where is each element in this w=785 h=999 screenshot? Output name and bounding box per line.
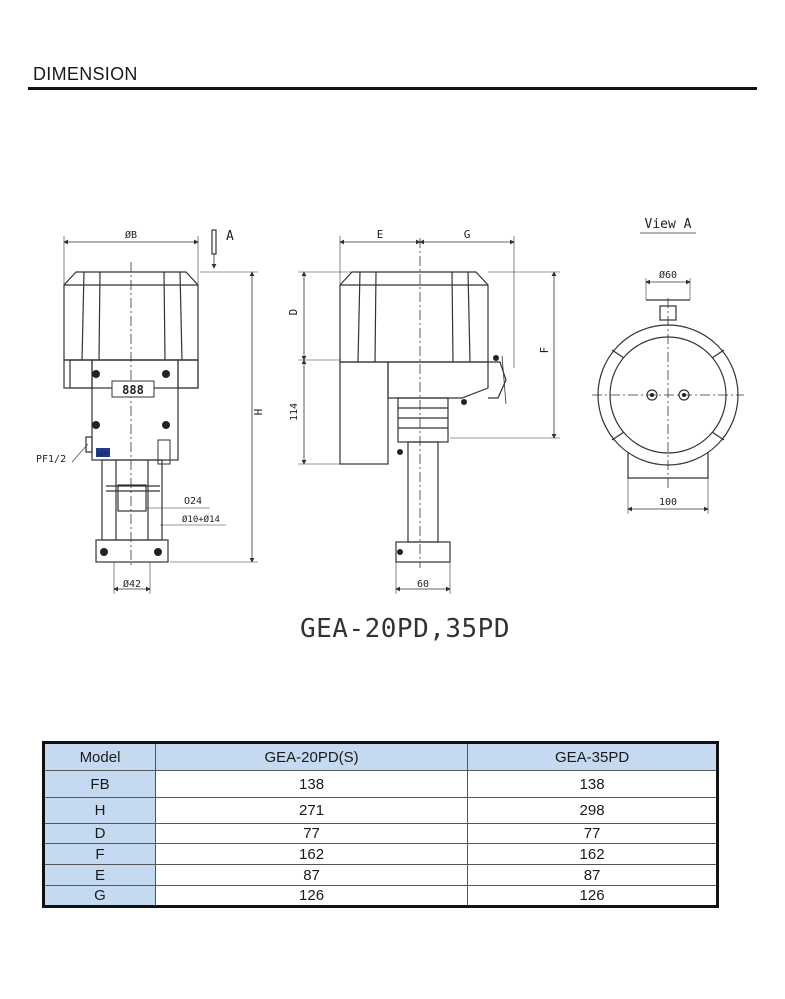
table-cell: 77 [154,823,469,844]
spec-table: Model GEA-20PD(S) GEA-35PD FB 138 138 H … [42,741,719,908]
table-row: G 126 126 [43,885,718,907]
table-cell: 126 [467,885,718,907]
label-100: 100 [659,497,677,508]
label-h: H [252,409,265,416]
label-e: E [377,228,384,241]
table-cell: 87 [467,864,718,886]
row-label: D [43,823,156,844]
label-o24: O24 [184,496,202,507]
table-cell: 271 [154,797,469,824]
table-row: D 77 77 [43,823,718,844]
label-pf: PF1/2 [36,454,66,465]
table-cell: 298 [467,797,718,824]
row-label: F [43,843,156,865]
display-window [111,380,155,398]
table-cell: 138 [154,770,469,798]
table-cell: 162 [467,843,718,865]
model-caption: GEA-20PD,35PD [300,614,510,644]
side-view [298,236,560,594]
label-f: F [538,347,551,354]
table-row: H 271 298 [43,797,718,824]
label-d42: Ø42 [123,578,141,590]
table-cell: 77 [467,823,718,844]
table-row: FB 138 138 [43,770,718,798]
table-header-row: Model GEA-20PD(S) GEA-35PD [43,742,718,771]
label-g: G [464,228,471,241]
table-cell: 87 [154,864,469,886]
logo-text: GEM [97,451,108,458]
front-view [63,229,258,594]
row-label: H [43,797,156,824]
table-header-gea35: GEA-35PD [467,742,718,771]
label-d60: Ø60 [659,269,677,281]
table-row: E 87 87 [43,864,718,886]
label-60: 60 [417,579,429,590]
view-a-title: View A [645,217,692,232]
label-114: 114 [289,403,300,421]
dimension-drawing: 888 GEM ØB A H PF1/2 O24 Ø10+Ø14 Ø42 [36,217,744,594]
label-arrow-a: A [226,229,234,244]
label-d: D [287,309,300,316]
table-row: F 162 162 [43,843,718,865]
row-label: G [43,885,156,907]
table-header-gea20: GEA-20PD(S) [154,742,469,771]
table-cell: 162 [154,843,469,865]
label-d10-14: Ø10+Ø14 [182,514,220,525]
table-cell: 138 [467,770,718,798]
row-label: FB [43,770,156,798]
row-label: E [43,864,156,886]
page-heading: DIMENSION [33,64,138,84]
label-dia-b: ØB [125,229,137,241]
view-a [592,278,744,514]
table-header-model: Model [43,742,156,771]
display-digits: 888 [122,383,144,397]
table-cell: 126 [154,885,469,907]
heading-rule [28,87,757,90]
